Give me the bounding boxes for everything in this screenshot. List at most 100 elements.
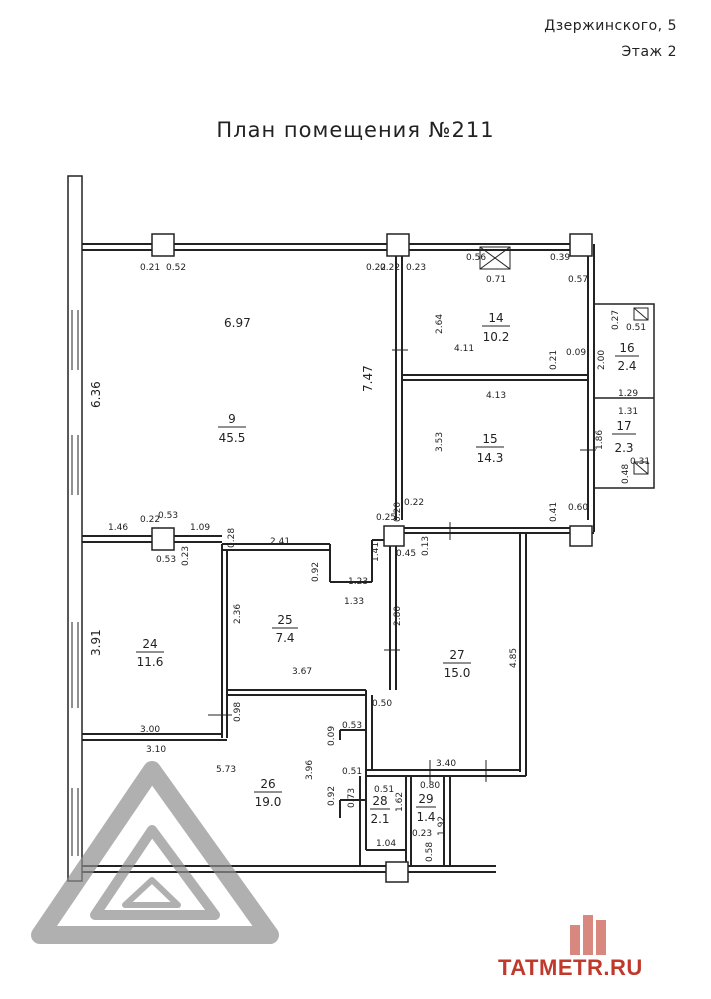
dim-label: 0.09 bbox=[566, 348, 586, 358]
room-28-label: 282.1 bbox=[370, 794, 390, 826]
dim-label: 0.23 bbox=[181, 546, 191, 566]
svg-text:15: 15 bbox=[482, 432, 497, 446]
dim-label: 3.91 bbox=[89, 629, 103, 656]
dim-label: 0.71 bbox=[486, 275, 506, 285]
room-27-label: 27 15.0 bbox=[443, 648, 471, 680]
dim-label: 0.57 bbox=[568, 275, 588, 285]
svg-text:16: 16 bbox=[619, 341, 634, 355]
dim-label: 0.23 bbox=[406, 263, 426, 273]
svg-text:14: 14 bbox=[488, 311, 503, 325]
room-16-label: 162.4 bbox=[615, 341, 639, 373]
dim-label: 1.23 bbox=[348, 577, 368, 587]
dim-label: 5.73 bbox=[216, 765, 236, 775]
dim-label: 0.92 bbox=[311, 562, 321, 582]
dim-label: 0.60 bbox=[568, 503, 588, 513]
dim-label: 0.21 bbox=[549, 350, 559, 370]
dim-label: 0.20 bbox=[393, 502, 403, 522]
columns bbox=[151, 233, 593, 883]
dim-label: 0.31 bbox=[630, 457, 650, 467]
dim-label: 1.92 bbox=[437, 816, 447, 836]
dim-label: 6.36 bbox=[89, 381, 103, 408]
dimension-labels: 0.21 0.52 0.22 0.22 0.23 0.56 0.71 0.39 … bbox=[89, 253, 650, 862]
svg-text:24: 24 bbox=[142, 637, 157, 651]
dim-label: 0.23 bbox=[412, 829, 432, 839]
dim-label: 1.09 bbox=[190, 523, 210, 533]
room-14-label: 14 10.2 bbox=[482, 311, 510, 344]
svg-text:2.3: 2.3 bbox=[614, 441, 633, 455]
dim-label: 0.98 bbox=[233, 702, 243, 722]
dim-label: 0.51 bbox=[342, 767, 362, 777]
dim-label: 0.51 bbox=[374, 785, 394, 795]
left-facade-wall bbox=[67, 175, 83, 882]
watermark-logo bbox=[31, 761, 279, 944]
room-25-label: 257.4 bbox=[272, 613, 298, 645]
dim-label: 0.52 bbox=[166, 263, 186, 273]
dim-label: 3.67 bbox=[292, 667, 312, 677]
dim-label: 0.53 bbox=[158, 511, 178, 521]
dim-label: 3.96 bbox=[305, 760, 315, 780]
dim-label: 0.22 bbox=[404, 498, 424, 508]
room-15-label: 15 14.3 bbox=[476, 432, 504, 465]
svg-text:26: 26 bbox=[260, 777, 275, 791]
dim-label: 1.04 bbox=[376, 839, 396, 849]
dim-label: 1.46 bbox=[108, 523, 128, 533]
svg-text:9: 9 bbox=[228, 412, 236, 426]
svg-text:2.4: 2.4 bbox=[617, 359, 636, 373]
dim-label: 7.47 bbox=[361, 365, 375, 392]
dim-label: 2.00 bbox=[597, 350, 607, 370]
dim-label: 0.51 bbox=[626, 323, 646, 333]
svg-text:19.0: 19.0 bbox=[255, 795, 282, 809]
dim-label: 0.58 bbox=[425, 842, 435, 862]
dim-label: 1.62 bbox=[395, 792, 405, 812]
windows bbox=[71, 310, 79, 856]
dim-label: 0.21 bbox=[140, 263, 160, 273]
room-29-label: 291.4 bbox=[416, 792, 436, 824]
building-icon bbox=[570, 915, 606, 955]
dim-label: 0.50 bbox=[372, 699, 392, 709]
svg-text:10.2: 10.2 bbox=[483, 330, 510, 344]
plan-title: План помещения №211 bbox=[216, 118, 495, 142]
dim-label: 0.09 bbox=[327, 726, 337, 746]
dim-label: 1.31 bbox=[618, 407, 638, 417]
dim-label: 0.13 bbox=[421, 536, 431, 556]
dim-label: 0.22 bbox=[140, 515, 160, 525]
dim-label: 0.48 bbox=[621, 464, 631, 484]
dim-label: 0.25 bbox=[376, 513, 396, 523]
dim-label: 1.33 bbox=[344, 597, 364, 607]
svg-text:27: 27 bbox=[449, 648, 464, 662]
dim-label: 0.92 bbox=[327, 786, 337, 806]
door-marks bbox=[208, 349, 596, 782]
svg-text:29: 29 bbox=[418, 792, 433, 806]
dim-label: 3.10 bbox=[146, 745, 166, 755]
svg-text:15.0: 15.0 bbox=[444, 666, 471, 680]
vent-shaft bbox=[479, 246, 649, 475]
dim-label: 0.53 bbox=[342, 721, 362, 731]
dim-label: 3.53 bbox=[435, 432, 445, 452]
svg-text:11.6: 11.6 bbox=[137, 655, 164, 669]
svg-text:7.4: 7.4 bbox=[275, 631, 294, 645]
dim-label: 0.45 bbox=[396, 549, 416, 559]
dim-label: 0.22 bbox=[380, 263, 400, 273]
room-24-label: 24 11.6 bbox=[136, 637, 164, 669]
room-17-label: 172.3 bbox=[612, 419, 636, 455]
watermark-text: TATMETR.RU bbox=[498, 955, 643, 980]
dim-label: 3.40 bbox=[436, 759, 456, 769]
dim-label: 4.85 bbox=[509, 648, 519, 668]
dim-label: 2.80 bbox=[393, 606, 403, 626]
svg-text:45.5: 45.5 bbox=[219, 431, 246, 445]
dim-label: 2.36 bbox=[233, 604, 243, 624]
dim-label: 0.73 bbox=[347, 788, 357, 808]
svg-text:28: 28 bbox=[372, 794, 387, 808]
svg-text:14.3: 14.3 bbox=[477, 451, 504, 465]
dim-label: 0.28 bbox=[227, 528, 237, 548]
room-9-label: 945.5 bbox=[218, 412, 246, 445]
dim-label: 1.86 bbox=[595, 430, 605, 450]
dim-label: 0.39 bbox=[550, 253, 570, 263]
dim-label: 4.11 bbox=[454, 344, 474, 354]
svg-text:1.4: 1.4 bbox=[416, 810, 435, 824]
floor-label: Этаж 2 bbox=[621, 44, 677, 60]
dim-label: 0.22 bbox=[366, 263, 386, 273]
dim-label: 0.56 bbox=[466, 253, 486, 263]
